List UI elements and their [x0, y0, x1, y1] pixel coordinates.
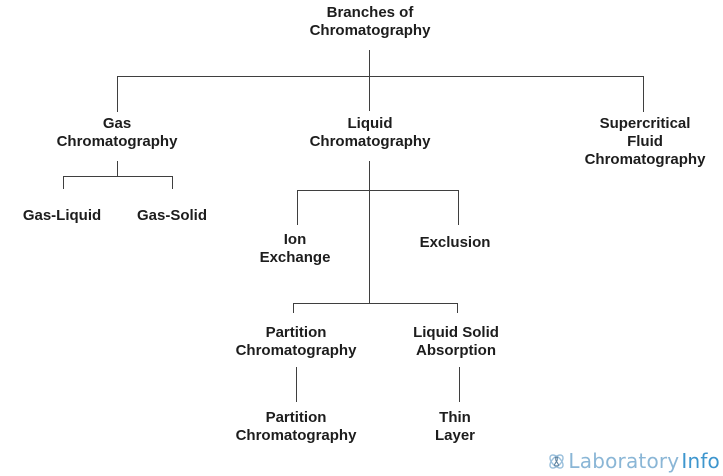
connector-partition-stem: [296, 367, 297, 402]
node-gas-solid: Gas-Solid: [136, 207, 208, 224]
node-gas-liquid: Gas-Liquid: [22, 207, 102, 224]
connector-drop-exclusion: [458, 190, 459, 225]
connector-drop-partition: [293, 303, 294, 313]
connector-drop-gas-liquid: [63, 176, 64, 189]
connector-gas-stem: [117, 161, 118, 176]
logo-text-info: Info: [681, 449, 720, 473]
node-thin-layer: Thin Layer: [434, 409, 476, 444]
node-gas-chromatography: Gas Chromatography: [56, 115, 178, 150]
connector-liquid-stem-2: [369, 190, 370, 303]
connector-gas-horizontal: [63, 176, 173, 177]
connector-liquid-horizontal-1: [297, 190, 459, 191]
connector-drop-liquid-solid: [457, 303, 458, 313]
connector-root-stem: [369, 50, 370, 77]
node-liquid-solid-absorption: Liquid Solid Absorption: [413, 324, 499, 359]
connector-drop-gas-solid: [172, 176, 173, 189]
node-partition-chromatography: Partition Chromatography: [235, 324, 357, 359]
flask-atom-icon: [547, 452, 566, 471]
connector-thin-layer-stem: [459, 367, 460, 402]
logo-text-laboratory: Laboratory: [568, 449, 680, 473]
node-liquid-chromatography: Liquid Chromatography: [309, 115, 431, 150]
connector-liquid-horizontal-2: [293, 303, 457, 304]
connector-level1-horizontal: [117, 76, 644, 77]
connector-drop-ion-exchange: [297, 190, 298, 225]
node-exclusion: Exclusion: [419, 234, 491, 251]
node-partition-chromatography-sub: Partition Chromatography: [235, 409, 357, 444]
connector-liquid-stem: [369, 161, 370, 190]
connector-drop-gas: [117, 76, 118, 112]
node-root: Branches of Chromatography: [309, 4, 431, 39]
node-ion-exchange: Ion Exchange: [259, 231, 331, 266]
connector-drop-liquid: [369, 76, 370, 111]
connector-drop-supercritical: [643, 76, 644, 112]
node-supercritical-fluid-chromatography: Supercritical Fluid Chromatography: [584, 115, 706, 168]
